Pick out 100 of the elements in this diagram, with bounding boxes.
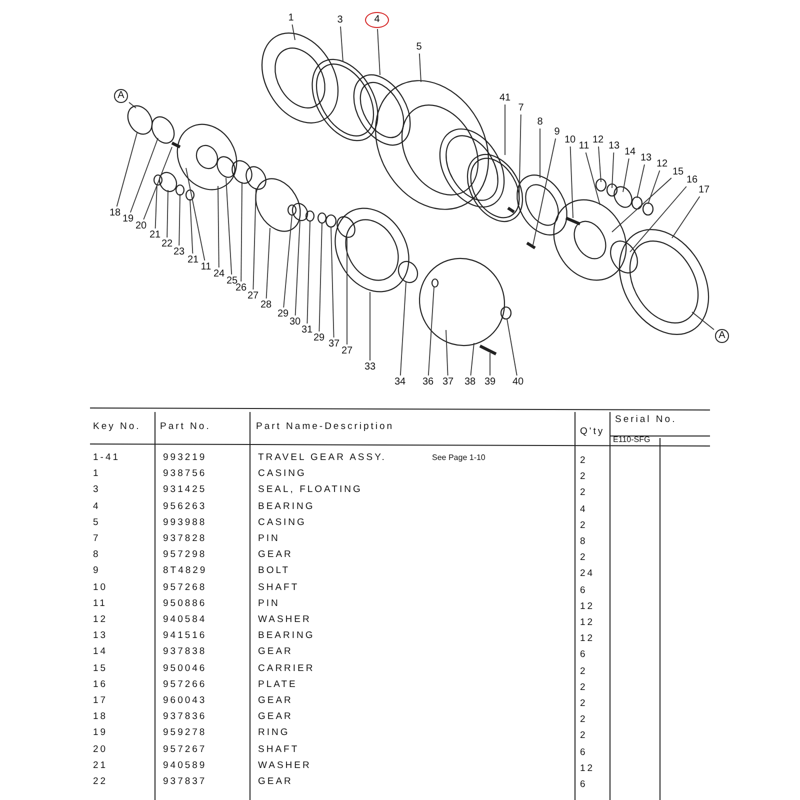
key-number: 1-41 — [93, 452, 120, 464]
quantity: 2 — [580, 730, 588, 742]
key-number: 20 — [93, 744, 108, 756]
quantity: 8 — [580, 536, 588, 548]
key-number: 12 — [93, 614, 108, 626]
part-name: RING — [258, 727, 290, 740]
key-number: 19 — [93, 727, 108, 740]
leader-line — [532, 138, 556, 246]
part-name: GEAR — [258, 776, 293, 788]
serial-range: E110-SFG — [613, 434, 650, 446]
callout-number: 16 — [686, 174, 698, 186]
callout-number: 14 — [624, 146, 636, 158]
part-number: 993988 — [163, 516, 207, 529]
leader-line — [340, 26, 344, 62]
callout-number: 39 — [484, 376, 496, 388]
callout-number: 7 — [518, 102, 524, 114]
key-number: 10 — [93, 582, 108, 594]
part-name: GEAR — [258, 646, 293, 658]
quantity: 2 — [580, 487, 588, 500]
callout-number: 20 — [135, 220, 147, 232]
callout-number: 1 — [288, 12, 294, 24]
callout-number: 40 — [512, 376, 524, 388]
quantity: 2 — [580, 666, 588, 678]
key-number: 8 — [93, 549, 100, 562]
part-number: 956263 — [163, 500, 207, 513]
callout-number: 3 — [337, 14, 343, 26]
key-number: 22 — [93, 776, 108, 788]
part-name: PLATE — [258, 678, 298, 691]
part-number: 957267 — [163, 744, 207, 756]
callout-letter: A — [114, 89, 128, 103]
part-name: PIN — [258, 533, 280, 545]
leader-line — [506, 318, 518, 376]
callout-letter: A — [715, 329, 729, 343]
part-number: 941516 — [163, 630, 207, 642]
leader-line — [292, 24, 296, 40]
part-number: 957298 — [163, 549, 207, 562]
leader-line — [400, 282, 406, 376]
callout-number: 27 — [341, 346, 353, 356]
callout-number: 41 — [499, 92, 511, 104]
callout-number: 34 — [394, 376, 406, 388]
callout-number: 36 — [422, 376, 434, 388]
callout-number: 24 — [213, 268, 225, 280]
part-number: 957268 — [163, 582, 207, 594]
leader-line — [612, 152, 614, 188]
part-name: GEAR — [258, 711, 293, 724]
callout-number: 13 — [640, 152, 652, 164]
part-number: 8T4829 — [163, 565, 208, 578]
leader-line — [186, 168, 206, 261]
quantity: 6 — [580, 649, 588, 662]
callout-number: 37 — [328, 338, 340, 350]
callout-number: 12 — [656, 158, 668, 170]
part-name: BOLT — [258, 565, 290, 578]
leader-line — [598, 146, 602, 182]
part-number: 937837 — [163, 776, 207, 788]
quantity: 2 — [580, 552, 588, 564]
part-name: WASHER — [258, 760, 312, 772]
leader-line — [428, 286, 434, 376]
leader-line — [128, 102, 136, 108]
leader-line — [622, 158, 630, 192]
quantity: 12 — [580, 762, 595, 775]
leader-line — [130, 138, 158, 213]
part-number: 937838 — [163, 646, 207, 658]
leader-line — [283, 214, 292, 308]
part-name: SEAL, FLOATING — [258, 484, 362, 496]
column-header: Serial No. — [615, 414, 677, 426]
callout-number: 8 — [537, 116, 543, 128]
part-number: 993219 — [163, 452, 207, 464]
quantity: 4 — [580, 504, 588, 516]
key-number: 9 — [93, 565, 100, 578]
callout-number: 13 — [608, 140, 620, 152]
part-name: BEARING — [258, 500, 315, 513]
part-number: 950046 — [163, 662, 207, 675]
part-number: 940589 — [163, 760, 207, 772]
leader-line — [346, 238, 348, 345]
leader-line — [648, 170, 660, 204]
leader-line — [612, 178, 672, 232]
callout-number: 37 — [442, 376, 454, 388]
leader-line — [330, 226, 334, 338]
part-name: GEAR — [258, 549, 293, 562]
quantity: 2 — [580, 714, 588, 726]
key-number: 4 — [93, 500, 100, 513]
leader-line — [294, 220, 300, 316]
leader-line — [630, 186, 687, 252]
leader-line — [166, 190, 168, 238]
callout-number: 18 — [109, 208, 121, 218]
leader-line — [518, 114, 522, 206]
leader-line — [154, 184, 158, 229]
quantity: 2 — [580, 471, 588, 484]
part-number: 937836 — [163, 711, 207, 724]
quantity: 6 — [580, 584, 588, 597]
part-name: TRAVEL GEAR ASSY. — [258, 452, 386, 464]
leader-line — [672, 196, 700, 238]
callout-number: 33 — [364, 362, 376, 372]
leader-line — [226, 178, 232, 275]
page-reference-note: See Page 1-10 — [432, 452, 486, 464]
quantity: 12 — [580, 600, 595, 613]
leader-line — [636, 164, 645, 198]
quantity: 6 — [580, 779, 588, 791]
callout-number: 27 — [247, 290, 259, 302]
leader-line — [218, 186, 220, 268]
